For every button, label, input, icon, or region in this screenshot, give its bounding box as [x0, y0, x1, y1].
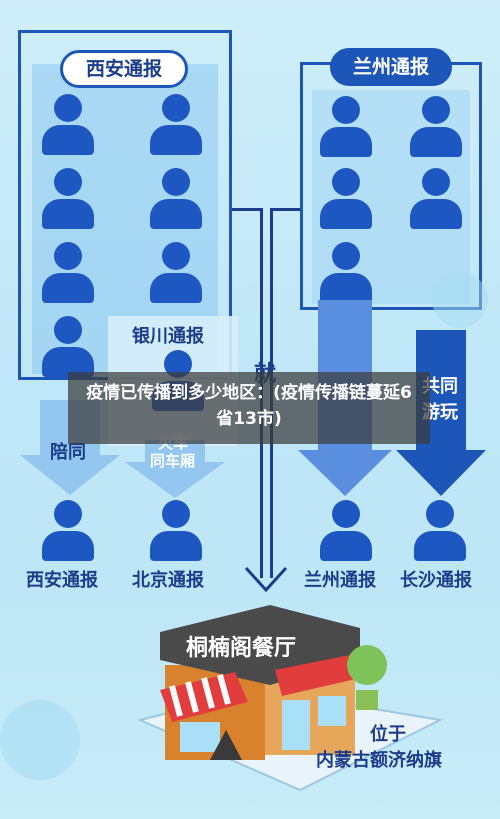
lanzhou-group-panel [312, 90, 470, 304]
right-note-line1: 共同 [422, 376, 458, 397]
person-icon [408, 96, 464, 158]
person-icon [318, 168, 374, 230]
arrow-center-head [244, 566, 288, 593]
bottom-label-beijing: 北京通报 [132, 570, 204, 591]
bottom-label-changsha: 长沙通报 [400, 570, 472, 591]
bottom-label-xian: 西安通报 [26, 570, 98, 591]
xian-top-title: 西安通报 [60, 50, 188, 88]
bottom-label-lanzhou: 兰州通报 [304, 570, 376, 591]
restaurant-window-right [318, 696, 346, 726]
arrow-changsha [396, 330, 486, 496]
plant [347, 645, 387, 685]
person-icon [40, 94, 96, 156]
location-line1: 位于 [370, 724, 406, 745]
person-icon [40, 168, 96, 230]
train-note-line2: 同车厢 [150, 452, 196, 470]
person-icon [148, 242, 204, 304]
restaurant-awning-stripes [169, 674, 231, 717]
plant-pot [356, 690, 378, 710]
restaurant-door [282, 700, 310, 750]
overlay-title: 疫情已传播到多少地区：(疫情传播链蔓延6省13市) [68, 372, 430, 444]
person-icon [148, 168, 204, 230]
person-icon [318, 96, 374, 158]
virus-decoration [0, 700, 80, 780]
connector-line [232, 208, 262, 211]
person-icon [148, 500, 204, 562]
person-icon [148, 94, 204, 156]
virus-decoration [432, 272, 488, 328]
person-icon [318, 242, 374, 304]
location-line2: 内蒙古额济纳旗 [316, 750, 442, 771]
connector-line [270, 208, 300, 211]
restaurant-name: 桐楠阁餐厅 [186, 636, 297, 661]
left-note: 陪同 [50, 442, 86, 463]
person-icon [40, 242, 96, 304]
menu-board [210, 730, 242, 760]
lanzhou-top-title: 兰州通报 [330, 48, 452, 86]
right-note-line2: 游玩 [422, 402, 458, 423]
restaurant-window [180, 722, 220, 752]
restaurant-awning [160, 672, 248, 722]
arrow-train [125, 440, 225, 498]
person-icon [40, 500, 96, 562]
person-icon [318, 500, 374, 562]
yinchuan-title: 银川通报 [132, 326, 204, 347]
person-icon [412, 500, 468, 562]
restaurant-awning-right [275, 655, 360, 696]
person-icon [408, 168, 464, 230]
